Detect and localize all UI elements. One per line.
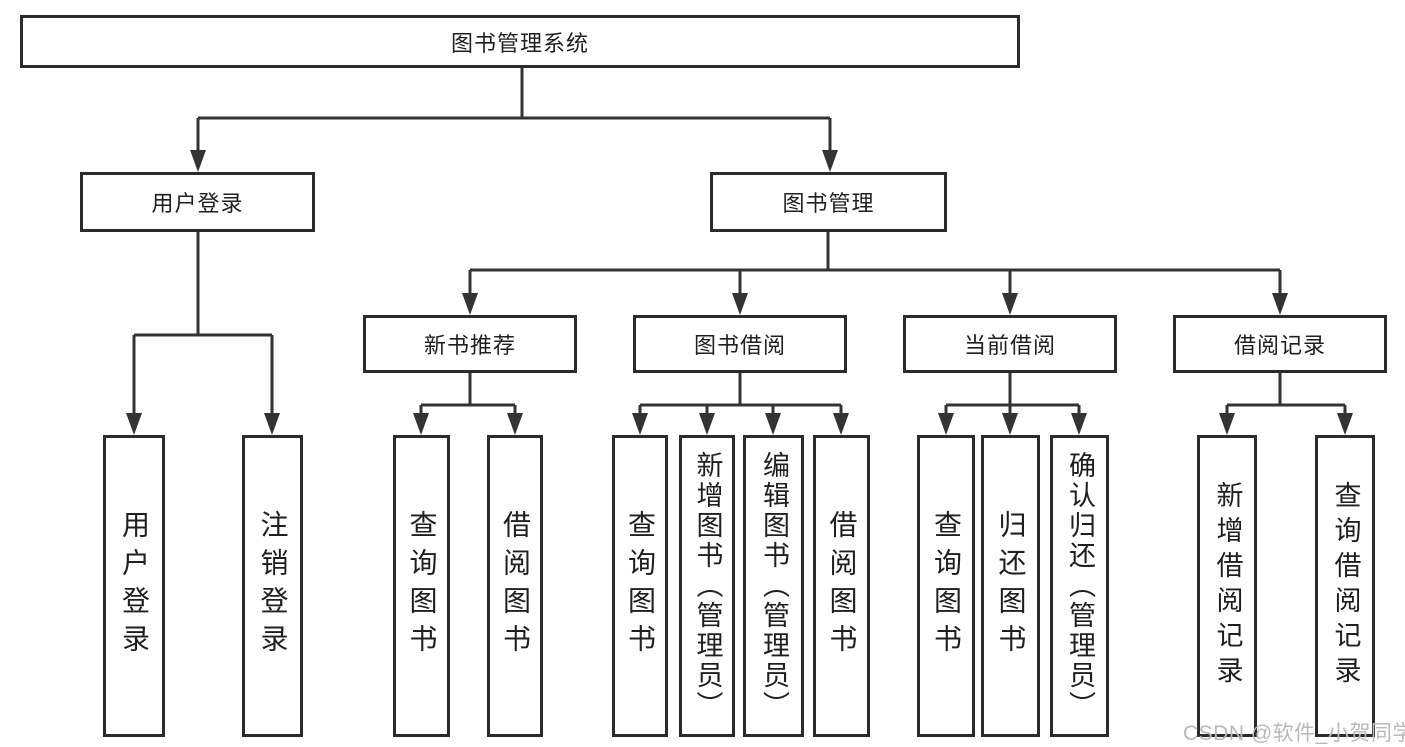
- connector-newbookrec-to-leaves: [419, 373, 517, 417]
- arrow-down-icon: [190, 150, 206, 172]
- arrow-down-icon: [1272, 293, 1288, 315]
- connector-path: [944, 373, 1081, 417]
- arrow-down-icon: [413, 413, 429, 435]
- connector-path: [419, 373, 517, 417]
- node-borrow-record: 借阅记录: [1173, 315, 1387, 373]
- node-root-label: 图书管理系统: [450, 30, 589, 56]
- node-book-borrow: 图书借阅: [633, 315, 847, 373]
- arrow-down-icon: [1219, 413, 1235, 435]
- node-new-book-recommend-label: 新书推荐: [423, 333, 516, 358]
- node-book-borrow-label: 图书借阅: [693, 333, 786, 358]
- leaf-return-book: 归还图书: [981, 435, 1040, 737]
- watermark: CSDN @软件_小贺同学: [1183, 722, 1405, 745]
- connector-path: [1225, 373, 1347, 417]
- leaf-query-borrow-record-label: 查询借阅记录: [1330, 481, 1361, 691]
- connector-bookmgmt-to-level3: [468, 232, 1282, 296]
- leaf-query-book-label: 查询图书: [406, 510, 438, 662]
- arrow-down-icon: [126, 413, 142, 435]
- connector-borrowrecord-to-leaves: [1225, 373, 1347, 417]
- leaf-borrow-book-label: 借阅图书: [826, 510, 858, 662]
- arrow-down-icon: [507, 413, 523, 435]
- leaf-borrow-book-under-recommend: 借阅图书: [487, 435, 543, 737]
- leaf-add-book-admin: 新增图书（管理员）: [679, 435, 735, 737]
- connector-path: [132, 232, 274, 417]
- node-current-borrow: 当前借阅: [903, 315, 1117, 373]
- leaf-user-login: 用户登录: [103, 435, 165, 737]
- leaf-query-book-label: 查询图书: [931, 510, 962, 662]
- leaf-query-book-label: 查询图书: [625, 510, 656, 662]
- leaf-edit-book-admin: 编辑图书（管理员）: [743, 435, 804, 737]
- arrow-down-icon: [699, 413, 715, 435]
- node-user-login: 用户登录: [80, 172, 315, 232]
- connector-userlogin-to-leaves: [132, 232, 274, 417]
- arrow-down-icon: [938, 413, 954, 435]
- leaf-query-book-under-current: 查询图书: [917, 435, 975, 737]
- leaf-add-borrow-record: 新增借阅记录: [1197, 435, 1257, 737]
- leaf-logout-label: 注销登录: [257, 510, 289, 662]
- arrow-down-icon: [765, 413, 781, 435]
- connector-path: [468, 232, 1282, 296]
- leaf-logout: 注销登录: [242, 435, 303, 737]
- arrowheads: [126, 150, 1353, 435]
- arrow-down-icon: [1002, 293, 1018, 315]
- leaf-borrow-book-under-borrow: 借阅图书: [813, 435, 870, 737]
- leaf-confirm-return-admin: 确认归还（管理员）: [1050, 435, 1109, 737]
- node-book-management-label: 图书管理: [782, 191, 875, 216]
- arrow-down-icon: [1071, 413, 1087, 435]
- leaf-return-book-label: 归还图书: [995, 510, 1027, 662]
- connector-path: [196, 68, 832, 155]
- leaf-query-borrow-record: 查询借阅记录: [1315, 435, 1375, 737]
- node-book-management: 图书管理: [710, 172, 947, 232]
- leaf-borrow-book-label: 借阅图书: [500, 510, 531, 662]
- leaf-add-borrow-record-label: 新增借阅记录: [1212, 481, 1243, 691]
- arrow-down-icon: [264, 413, 280, 435]
- node-borrow-record-label: 借阅记录: [1233, 333, 1326, 358]
- leaf-query-book-under-borrow: 查询图书: [612, 435, 668, 737]
- node-user-login-label: 用户登录: [151, 191, 244, 216]
- connector-bookborrow-to-leaves: [638, 373, 843, 417]
- arrow-down-icon: [822, 150, 838, 172]
- connector-root-to-level2: [196, 68, 832, 155]
- arrow-down-icon: [632, 413, 648, 435]
- leaf-query-book-under-recommend: 查询图书: [393, 435, 450, 737]
- node-new-book-recommend: 新书推荐: [363, 315, 577, 373]
- arrow-down-icon: [1002, 413, 1018, 435]
- connector-path: [638, 373, 843, 417]
- node-current-borrow-label: 当前借阅: [963, 333, 1056, 358]
- leaf-user-login-label: 用户登录: [119, 510, 150, 662]
- arrow-down-icon: [462, 293, 478, 315]
- leaf-edit-book-admin-label: 编辑图书（管理员）: [759, 451, 789, 721]
- connector-currentborrow-to-leaves: [944, 373, 1081, 417]
- arrow-down-icon: [732, 293, 748, 315]
- arrow-down-icon: [833, 413, 849, 435]
- node-root: 图书管理系统: [20, 15, 1020, 68]
- leaf-confirm-return-admin-label: 确认归还（管理员）: [1065, 451, 1095, 721]
- arrow-down-icon: [1337, 413, 1353, 435]
- leaf-add-book-admin-label: 新增图书（管理员）: [692, 451, 723, 721]
